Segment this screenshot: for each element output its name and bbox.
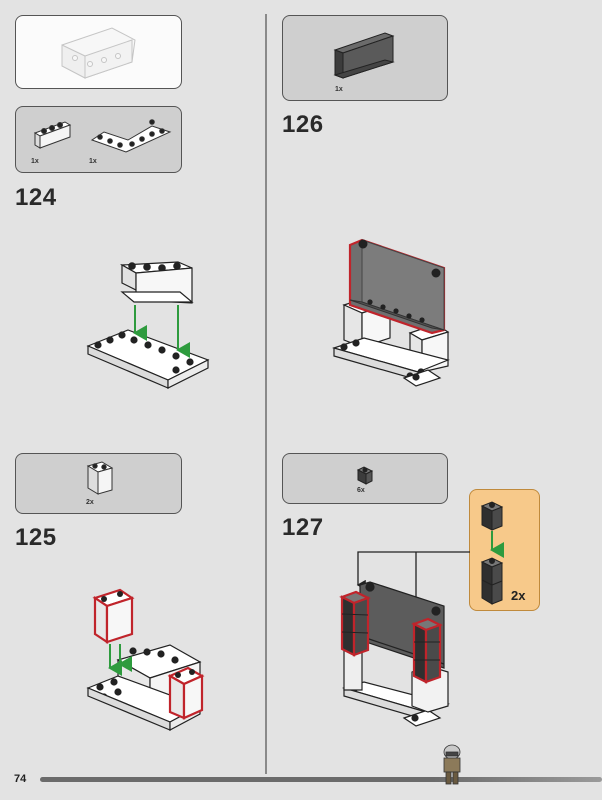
submodel-overview-image [61,27,136,79]
progress-bar [40,777,602,782]
page-number: 74 [14,773,27,785]
minifigure-icon [443,744,461,785]
callout-qty-label: 2x [511,588,526,603]
column-divider [265,14,267,774]
part-qty-label: 2x [86,499,94,506]
sub-assembly-callout [469,489,540,611]
highlighted-new-brick [167,666,205,720]
part-qty-label: 1x [89,158,97,165]
step-124-build [86,261,210,389]
part-panel-white [33,121,72,149]
part-qty-label: 1x [31,158,39,165]
callout-brick-stack [480,501,504,605]
part-plate-white [90,119,172,153]
step-number: 126 [282,111,324,138]
part-brick-dark [356,466,374,485]
highlighted-new-brick [92,588,135,645]
step-number: 124 [15,184,57,211]
part-qty-label: 6x [357,487,365,494]
part-panel-dark [333,32,395,79]
highlighted-dark-column [411,617,443,684]
part-brick-white [86,461,114,495]
highlighted-dark-column [339,590,371,657]
step-126-build [331,295,450,387]
step-number: 127 [282,514,324,541]
part-qty-label: 1x [335,86,343,93]
step-number: 125 [15,524,57,551]
